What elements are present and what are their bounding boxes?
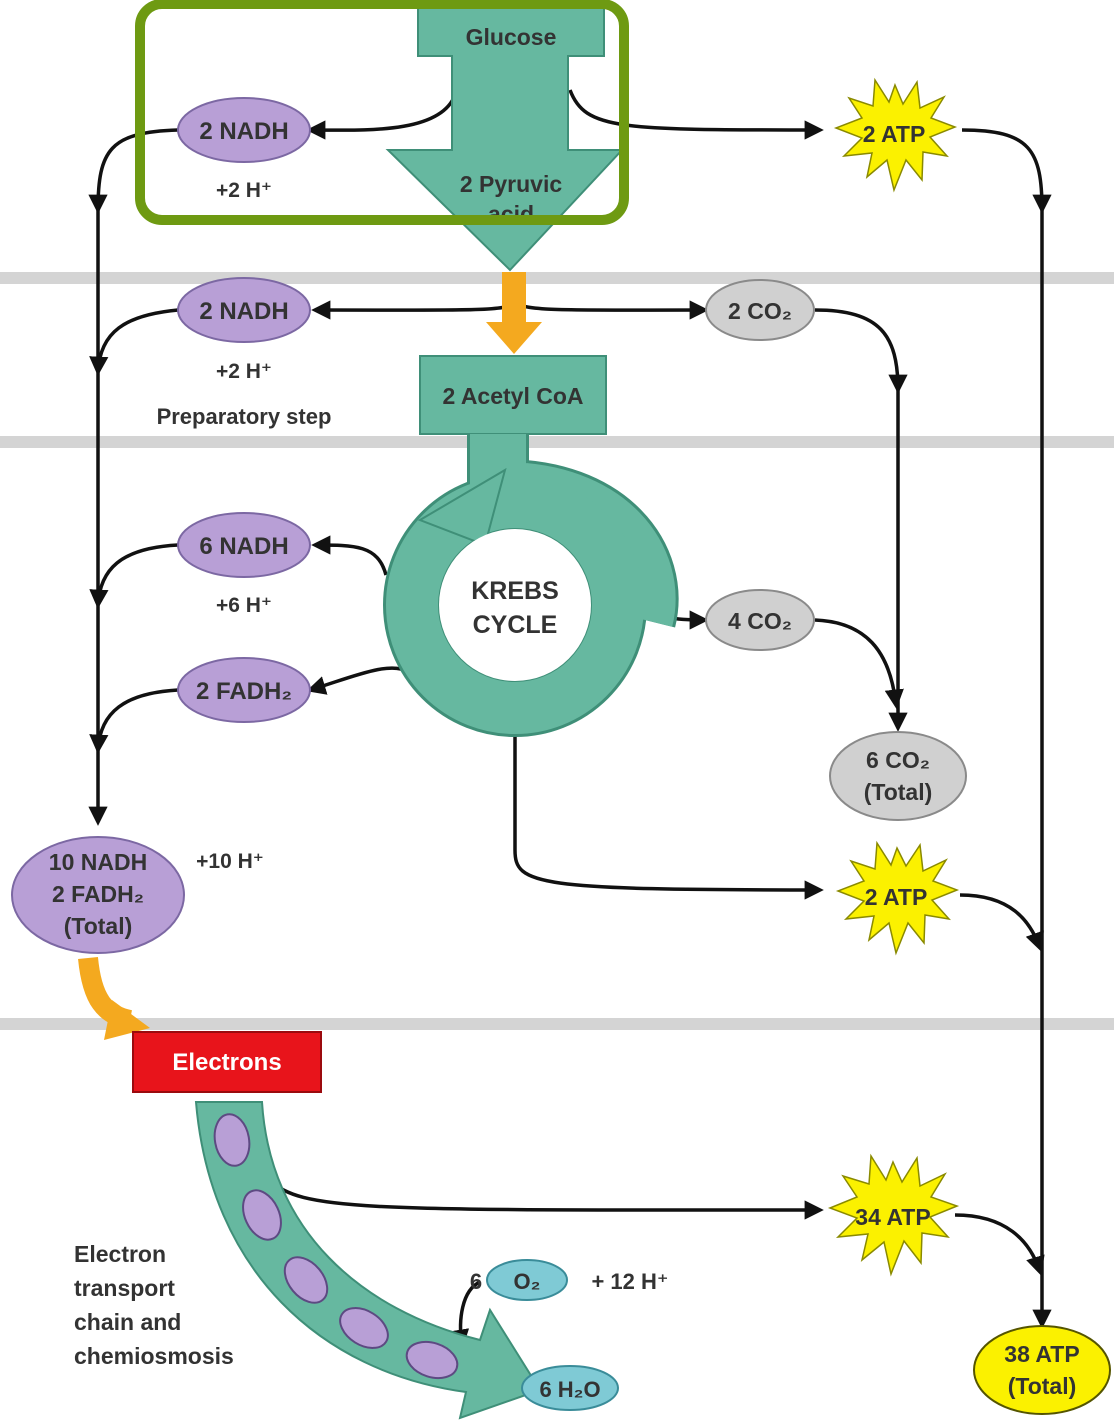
atp-burst-krebs <box>835 840 960 956</box>
o2-oval <box>486 1259 568 1301</box>
glycolysis-nadh-oval <box>177 97 311 163</box>
krebs-cycle-ring <box>383 434 679 737</box>
glycolysis-h-label: +2 H⁺ <box>216 179 272 202</box>
glucose-label: Glucose <box>466 24 557 50</box>
krebs-h-label: +6 H⁺ <box>216 594 272 617</box>
krebs-label-1: KREBS <box>471 577 559 605</box>
prep-co2-oval <box>705 279 815 341</box>
band-divider-2 <box>0 436 1114 448</box>
atp-total-label-2: (Total) <box>1008 1373 1077 1399</box>
krebs-label-2: CYCLE <box>473 611 558 639</box>
co2-total-label-2: (Total) <box>864 779 933 805</box>
atp-total-oval <box>973 1325 1111 1415</box>
krebs-nadh-label: 6 NADH <box>199 533 288 560</box>
prep-co2-label: 2 CO₂ <box>728 298 792 324</box>
prep-step-label: Preparatory step <box>157 404 332 429</box>
etc-arrow-shape <box>194 1101 542 1420</box>
prep-nadh-oval <box>177 277 311 343</box>
krebs-fadh-oval <box>177 657 311 723</box>
atp-burst-etc <box>827 1153 960 1277</box>
atp-glycolysis-label: 2 ATP <box>863 121 926 147</box>
prep-nadh-label: 2 NADH <box>199 298 288 325</box>
h2o-oval <box>521 1365 619 1411</box>
atp-total-label-1: 38 ATP <box>1004 1341 1079 1367</box>
krebs-co2-label: 4 CO₂ <box>728 608 792 634</box>
o2-coefficient-label: 6 <box>470 1269 482 1294</box>
total-nadh-label: 10 NADH <box>49 849 147 875</box>
orange-arrow-prep <box>486 272 542 354</box>
atp-etc-label: 34 ATP <box>855 1204 930 1230</box>
krebs-nadh-oval <box>177 512 311 578</box>
orange-arrowhead-electrons <box>104 1000 150 1040</box>
total-nadh-oval <box>11 836 185 954</box>
band-divider-3 <box>0 1018 1114 1030</box>
acetyl-coa-label: 2 Acetyl CoA <box>442 383 583 409</box>
glycolysis-nadh-label: 2 NADH <box>199 118 288 145</box>
total-total-label: (Total) <box>64 913 133 939</box>
electrons-label: Electrons <box>172 1049 281 1076</box>
co2-total-oval <box>829 731 967 821</box>
band-divider-1 <box>0 272 1114 284</box>
pyruvic-label: 2 Pyruvic <box>460 171 562 197</box>
atp-burst-glycolysis <box>833 77 958 193</box>
etc-label-2: transport <box>74 1275 175 1301</box>
o2-label: O₂ <box>514 1269 541 1294</box>
etc-label-1: Electron <box>74 1241 166 1267</box>
krebs-co2-oval <box>705 589 815 651</box>
etc-label-3: chain and <box>74 1309 181 1335</box>
glycolysis-arrow-shape <box>385 3 625 272</box>
prep-h-label: +2 H⁺ <box>216 360 272 383</box>
total-fadh-label: 2 FADH₂ <box>52 881 144 907</box>
highlight-box <box>135 0 629 225</box>
krebs-fadh-label: 2 FADH₂ <box>196 678 292 705</box>
co2-total-label-1: 6 CO₂ <box>866 747 930 773</box>
etc-h-label: + 12 H⁺ <box>591 1269 668 1294</box>
total-h-label: +10 H⁺ <box>196 850 264 873</box>
acetyl-coa-box <box>419 355 607 435</box>
atp-krebs-label: 2 ATP <box>865 884 928 910</box>
electrons-box <box>132 1031 322 1093</box>
h2o-label: 6 H₂O <box>539 1377 600 1402</box>
etc-label-4: chemiosmosis <box>74 1343 234 1369</box>
